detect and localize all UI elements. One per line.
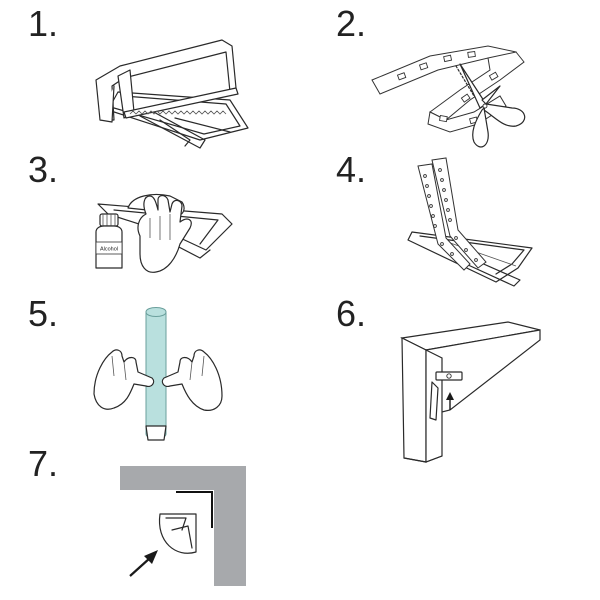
corner-profile-detail-icon [120, 466, 246, 586]
up-arrow-icon [446, 392, 454, 410]
scissors-cutting-led-strip-icon [371, 45, 526, 148]
bottle-label: Alcohol [100, 247, 118, 253]
strip-led-dots [423, 168, 478, 262]
step-1-number: 1. [28, 3, 59, 44]
hacksaw-cutting-profile-icon [95, 39, 249, 149]
cleaning-profile-with-alcohol-icon [95, 193, 233, 273]
mounting-clip-under-shelf-icon [400, 321, 541, 463]
step-5-number: 5. [28, 293, 59, 334]
step-7-number: 7. [28, 443, 59, 484]
step-6-number: 6. [336, 293, 367, 334]
step-4-number: 4. [336, 149, 367, 190]
pressing-diffuser-cover-icon [93, 307, 223, 441]
step-3-number: 3. [28, 149, 59, 190]
alcohol-bottle-icon [95, 213, 123, 269]
step-2-number: 2. [336, 3, 367, 44]
inserting-led-strip-icon [407, 157, 533, 287]
diagonal-arrow-icon [129, 550, 158, 577]
